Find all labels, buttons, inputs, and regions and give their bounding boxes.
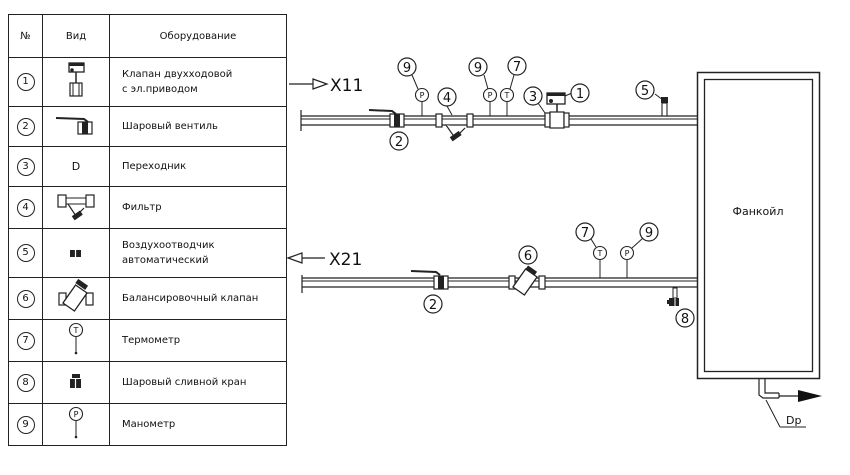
return-label: X21 <box>329 250 362 270</box>
row-number: 4 <box>16 198 35 217</box>
callout-6: 6 <box>524 249 532 264</box>
equipment-name: Шаровый вентиль <box>122 121 218 132</box>
row-number: 8 <box>16 373 35 392</box>
equipment-name-line2: с эл.приводом <box>122 84 198 95</box>
callout-7: 7 <box>513 60 521 75</box>
thermometer-letter: T <box>597 249 603 258</box>
equipment-name: Переходник <box>122 161 187 172</box>
drain-arrow-icon <box>798 390 822 402</box>
supply-ball-valve[interactable]: 2 <box>368 109 409 151</box>
callout-9: 9 <box>474 61 482 76</box>
thermometer-letter: T <box>504 91 510 100</box>
callout-8: 8 <box>681 312 689 327</box>
row-number: 2 <box>16 117 35 136</box>
supply-label: X11 <box>330 76 363 96</box>
supply-two-way-valve[interactable]: 3 1 <box>523 83 590 129</box>
filter-icon <box>57 194 95 221</box>
legend-row: 9 P Манометр <box>8 403 287 446</box>
supply-filter[interactable]: 4 <box>435 87 474 142</box>
supply-manometer-2[interactable]: P 9 <box>468 57 498 116</box>
ball-valve-icon <box>55 117 93 135</box>
callout-4: 4 <box>443 91 451 106</box>
equipment-name: Воздухоотводчик <box>122 240 215 251</box>
air-vent-icon <box>70 249 81 257</box>
adapter-icon: D <box>71 160 81 173</box>
thermometer-letter: T <box>73 326 79 335</box>
manometer-icon: P <box>68 406 84 439</box>
supply-manometer-1[interactable]: P 9 <box>397 57 430 116</box>
fancoil-unit[interactable]: Фанкойл <box>696 71 821 380</box>
manometer-letter: P <box>488 91 493 100</box>
callout-7: 7 <box>581 226 589 241</box>
return-ball-valve[interactable]: 2 <box>410 270 449 314</box>
row-number: 1 <box>16 73 35 91</box>
return-balancing-valve[interactable]: 6 <box>508 245 546 296</box>
callout-9: 9 <box>403 61 411 76</box>
legend-row: 1 Клапан двухходовой с эл.приводом <box>8 57 287 107</box>
equipment-name: Клапан двухходовой <box>122 69 233 80</box>
return-manometer[interactable]: P 9 <box>619 222 659 278</box>
return-thermometer[interactable]: T 7 <box>575 222 608 278</box>
equipment-name: Фильтр <box>122 202 162 213</box>
equipment-name-line2: автоматический <box>122 255 209 266</box>
callout-2: 2 <box>395 135 403 150</box>
supply-pipe <box>300 110 697 131</box>
header-num: № <box>8 14 43 58</box>
row-number: 9 <box>16 415 35 434</box>
callout-3: 3 <box>529 90 537 105</box>
equipment-name: Балансировочный клапан <box>122 293 259 304</box>
return-direction-arrow: X21 <box>286 250 362 270</box>
equipment-name: Шаровый сливной кран <box>122 377 247 388</box>
supply-direction-arrow: X11 <box>289 76 363 96</box>
condensate-drain: Dp <box>758 378 822 428</box>
fancoil-label: Фанкойл <box>733 205 784 218</box>
manometer-letter: P <box>74 410 79 419</box>
two-way-valve-actuator-icon <box>68 61 85 97</box>
callout-1: 1 <box>576 87 584 102</box>
return-pipe <box>301 275 697 293</box>
legend-row: 3 D Переходник <box>8 146 287 187</box>
equipment-name: Манометр <box>122 419 176 430</box>
balancing-valve-icon <box>58 278 94 312</box>
row-number: 5 <box>16 244 35 262</box>
equipment-name: Термометр <box>122 335 181 346</box>
callout-5: 5 <box>641 84 649 99</box>
thermometer-icon: T <box>68 322 84 355</box>
drain-label: Dp <box>786 414 801 427</box>
supply-air-vent[interactable]: 5 <box>635 80 668 117</box>
row-number: 3 <box>16 157 35 176</box>
supply-thermometer[interactable]: T 7 <box>499 56 527 116</box>
row-number: 7 <box>16 331 35 350</box>
manometer-letter: P <box>625 249 630 258</box>
callout-2: 2 <box>429 298 437 313</box>
manometer-letter: P <box>420 91 425 100</box>
legend-row: 2 Шаровый вентиль <box>8 106 287 147</box>
return-drain-valve[interactable]: 8 <box>667 287 695 328</box>
callout-9: 9 <box>645 226 653 241</box>
drain-ball-valve-icon <box>70 374 81 388</box>
row-number: 6 <box>16 289 35 308</box>
